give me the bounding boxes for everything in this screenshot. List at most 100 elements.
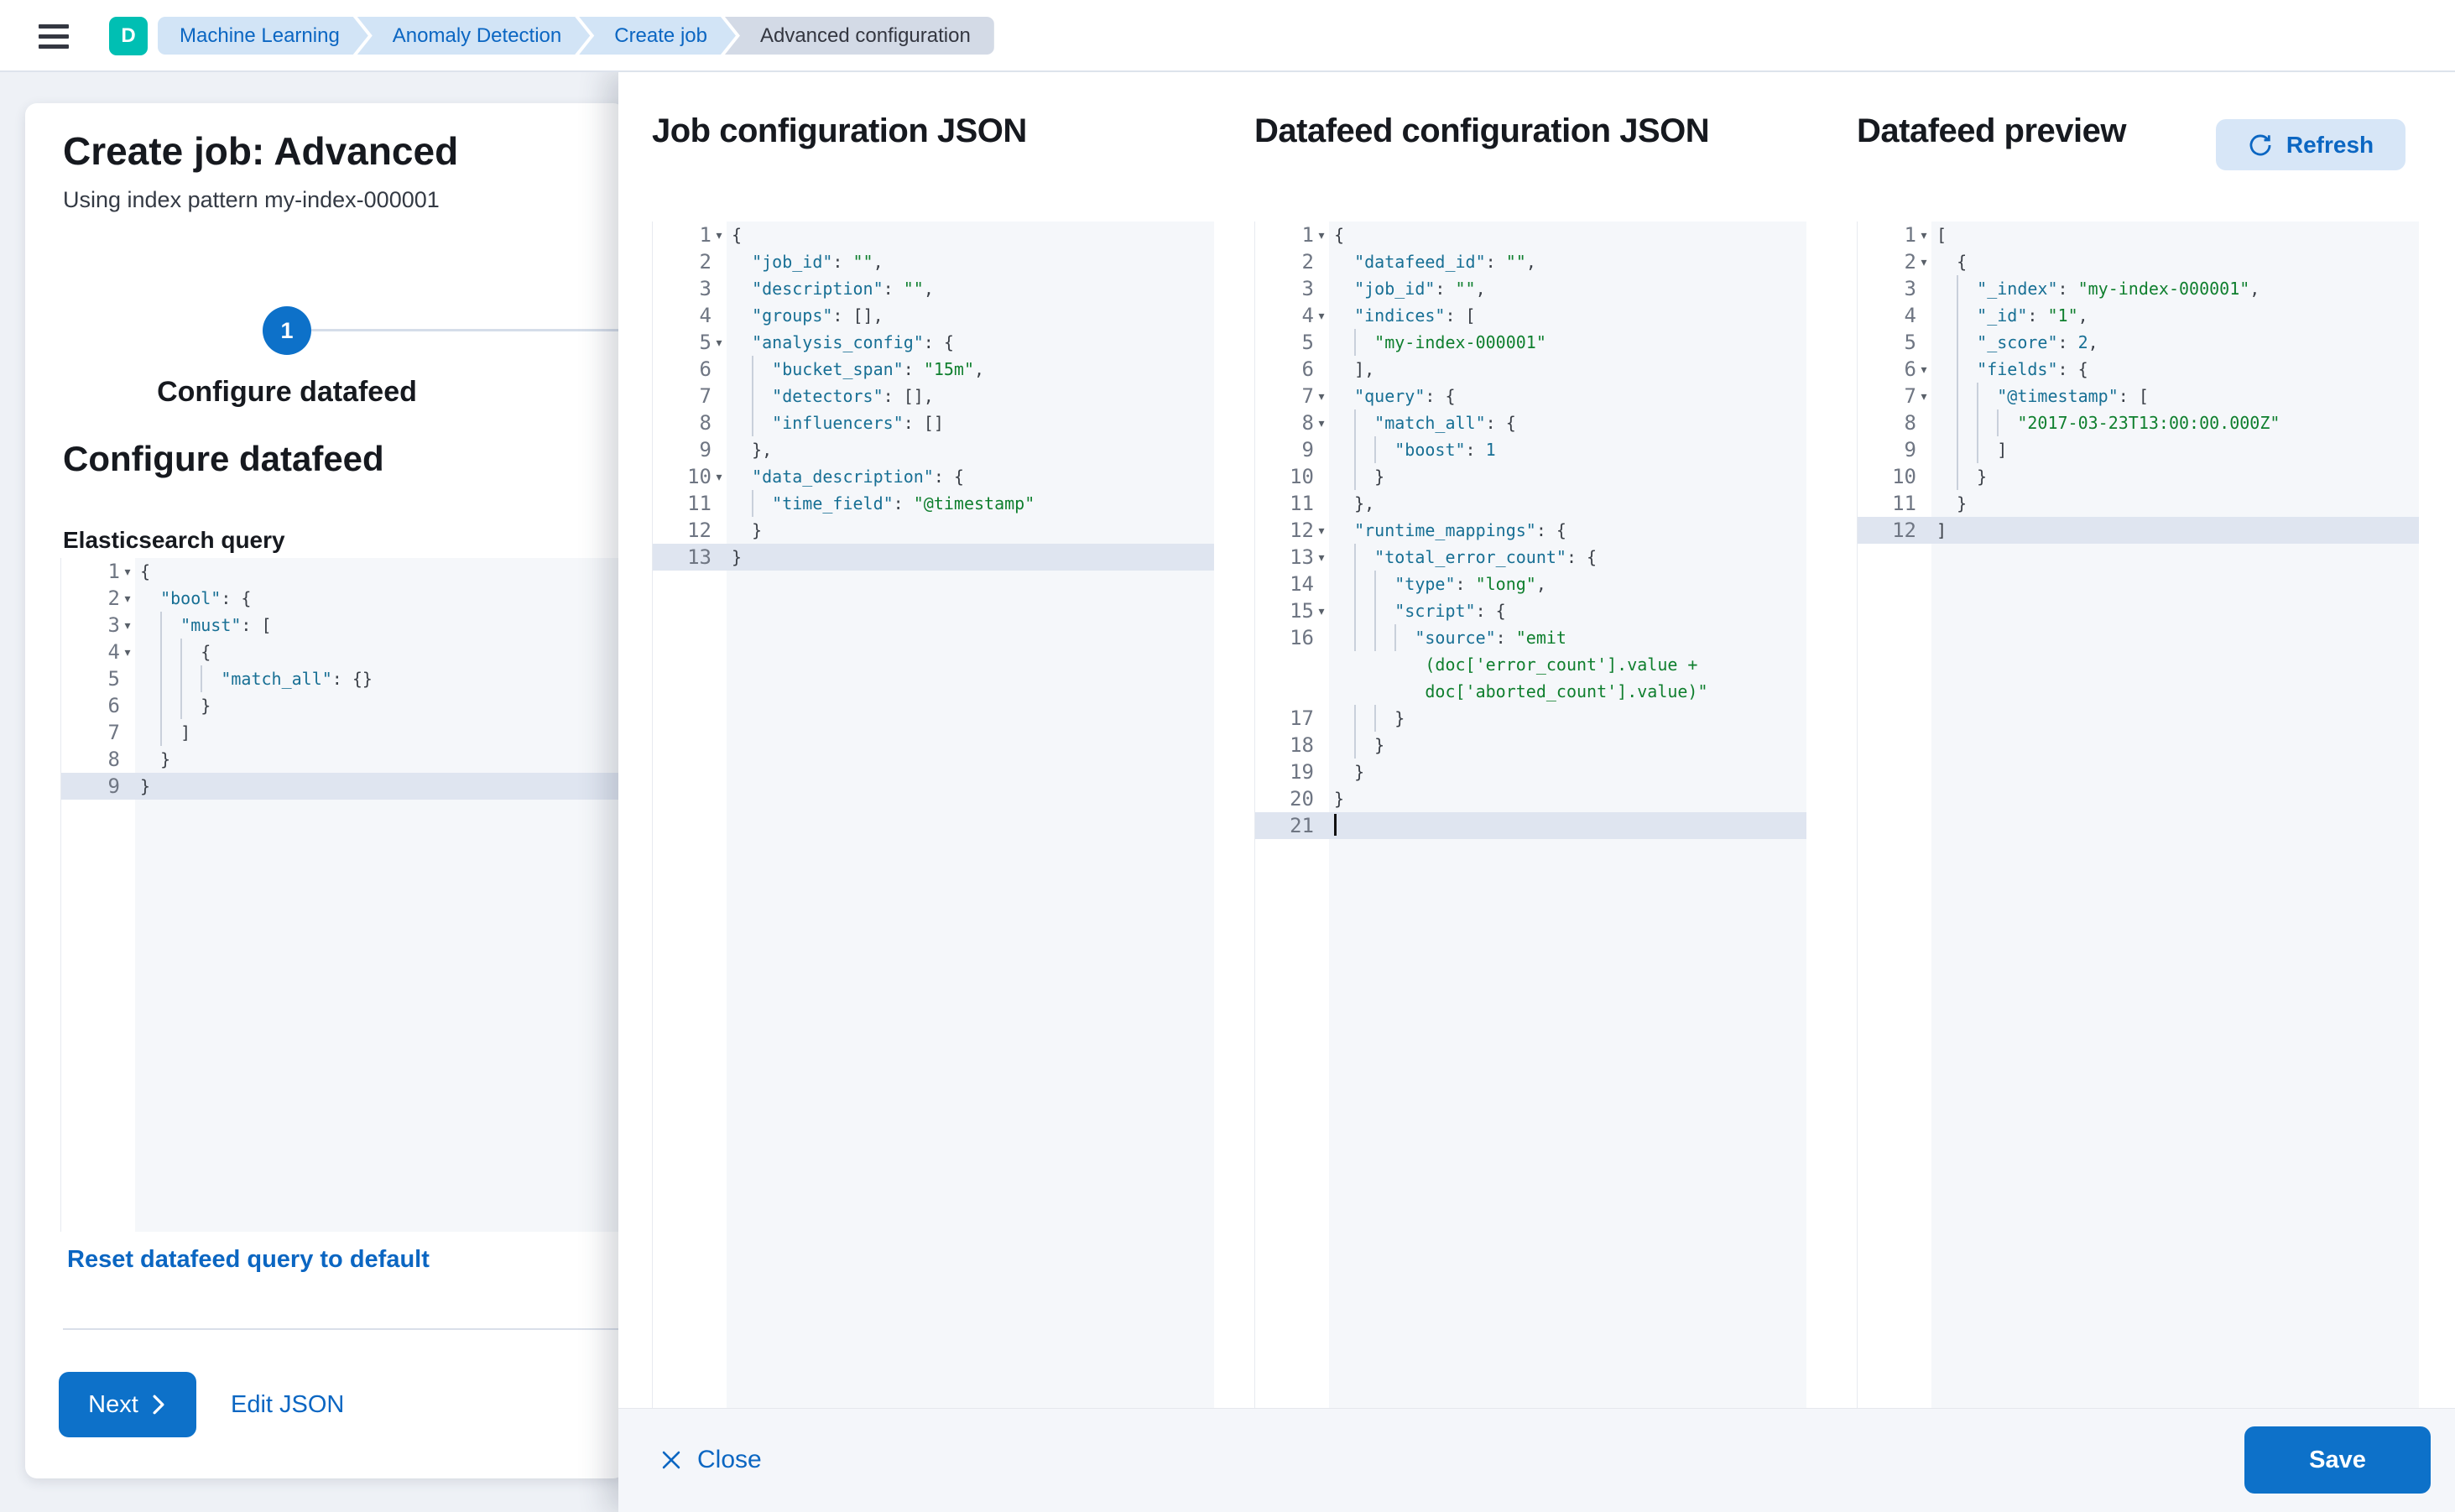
code-text: ] xyxy=(1931,436,2007,463)
code-line: 3 "description": "", xyxy=(653,275,1214,302)
datafeed-configuration-editor[interactable]: 1▾{2 "datafeed_id": "",3 "job_id": "",4▾… xyxy=(1254,222,1806,1442)
code-text: "query": { xyxy=(1354,386,1456,406)
line-gutter: 10 xyxy=(1858,463,1931,490)
code-text xyxy=(1329,812,1337,839)
avatar[interactable]: D xyxy=(109,17,148,55)
code-text: } xyxy=(1329,463,1384,490)
fold-arrow-icon[interactable]: ▾ xyxy=(716,228,722,242)
code-text: "boost": 1 xyxy=(1329,436,1496,463)
line-gutter: 8 xyxy=(1858,409,1931,436)
line-gutter: 1▾ xyxy=(653,222,727,248)
line-number: 10 xyxy=(1892,465,1916,488)
code-text: "datafeed_id": "", xyxy=(1354,252,1536,272)
line-number: 7 xyxy=(699,384,711,408)
line-number: 16 xyxy=(1290,626,1314,649)
line-number: 13 xyxy=(687,545,711,569)
fold-arrow-icon[interactable]: ▾ xyxy=(124,645,131,659)
code-line: 8 "influencers": [] xyxy=(653,409,1214,436)
code-line: 10 } xyxy=(1858,463,2419,490)
line-number: 19 xyxy=(1290,760,1314,784)
line-gutter: 8 xyxy=(653,409,727,436)
fold-arrow-icon[interactable]: ▾ xyxy=(124,618,131,632)
reset-datafeed-query-link[interactable]: Reset datafeed query to default xyxy=(67,1246,430,1273)
code-line: 4 "_id": "1", xyxy=(1858,302,2419,329)
datafeed-preview-title: Datafeed preview xyxy=(1857,112,2127,149)
elasticsearch-query-editor[interactable]: 1▾{2▾ "bool": {3▾ "must": [4▾ {5 "match_… xyxy=(60,558,621,1232)
section-heading: Configure datafeed xyxy=(63,439,384,478)
line-gutter xyxy=(1255,678,1329,705)
code-text: "2017-03-23T13:00:00.000Z" xyxy=(1931,409,2280,436)
line-gutter: 13 xyxy=(653,544,727,571)
step-1-indicator[interactable]: 1 xyxy=(263,306,311,355)
code-line: 7▾ "query": { xyxy=(1255,383,1806,409)
fold-arrow-icon xyxy=(1314,436,1329,463)
line-gutter: 1▾ xyxy=(1858,222,1931,248)
code-line: 6 ], xyxy=(1255,356,1806,383)
menu-hamburger-icon[interactable] xyxy=(39,24,69,50)
breadcrumb-item-2[interactable]: Create job xyxy=(579,17,736,55)
save-button[interactable]: Save xyxy=(2244,1426,2431,1494)
line-number: 18 xyxy=(1290,733,1314,757)
fold-arrow-icon[interactable]: ▾ xyxy=(1318,524,1325,537)
code-text: "description": "", xyxy=(752,279,934,299)
code-line: 8▾ "match_all": { xyxy=(1255,409,1806,436)
code-line: 12] xyxy=(1858,517,2419,544)
code-text: "analysis_config": { xyxy=(752,332,954,352)
code-line: 13} xyxy=(653,544,1214,571)
line-gutter: 11 xyxy=(1858,490,1931,517)
fold-arrow-icon[interactable]: ▾ xyxy=(1921,362,1927,376)
line-number: 1 xyxy=(107,560,120,583)
fold-arrow-icon xyxy=(1314,329,1329,356)
fold-arrow-icon xyxy=(1314,705,1329,732)
code-line: 6▾ "fields": { xyxy=(1858,356,2419,383)
line-number: 9 xyxy=(107,774,120,798)
fold-arrow-icon[interactable]: ▾ xyxy=(124,592,131,605)
fold-arrow-icon[interactable]: ▾ xyxy=(716,336,722,349)
code-text: "job_id": "", xyxy=(752,252,883,272)
refresh-button[interactable]: Refresh xyxy=(2216,119,2405,170)
fold-arrow-icon[interactable]: ▾ xyxy=(1318,309,1325,322)
code-text: "my-index-000001" xyxy=(1329,329,1546,356)
fold-arrow-icon[interactable]: ▾ xyxy=(124,565,131,578)
fold-arrow-icon xyxy=(711,302,727,329)
line-number: 1 xyxy=(699,223,711,247)
edit-json-button[interactable]: Edit JSON xyxy=(231,1372,344,1437)
code-line: 7 ] xyxy=(61,719,621,746)
divider xyxy=(63,1328,625,1330)
line-gutter: 4▾ xyxy=(61,639,135,665)
line-number: 9 xyxy=(699,438,711,461)
fold-arrow-icon[interactable]: ▾ xyxy=(1318,389,1325,403)
fold-arrow-icon[interactable]: ▾ xyxy=(1318,416,1325,430)
fold-arrow-icon[interactable]: ▾ xyxy=(1921,389,1927,403)
fold-arrow-icon[interactable]: ▾ xyxy=(1921,255,1927,269)
code-line: 10 } xyxy=(1255,463,1806,490)
code-line: 9 }, xyxy=(653,436,1214,463)
fold-arrow-icon xyxy=(1314,275,1329,302)
breadcrumb-item-3: Advanced configuration xyxy=(724,17,994,55)
line-number: 5 xyxy=(699,331,711,354)
code-text: } xyxy=(1329,732,1384,759)
code-text: "match_all": { xyxy=(1329,409,1516,436)
fold-arrow-icon[interactable]: ▾ xyxy=(1318,604,1325,618)
datafeed-preview-editor[interactable]: 1▾[2▾ {3 "_index": "my-index-000001",4 "… xyxy=(1857,222,2419,1442)
next-button[interactable]: Next xyxy=(59,1372,196,1437)
code-line: 11 } xyxy=(1858,490,2419,517)
line-gutter: 12 xyxy=(1858,517,1931,544)
breadcrumb-item-1[interactable]: Anomaly Detection xyxy=(357,17,590,55)
job-configuration-editor[interactable]: 1▾{2 "job_id": "",3 "description": "",4 … xyxy=(652,222,1214,1442)
line-gutter: 2▾ xyxy=(61,585,135,612)
fold-arrow-icon[interactable]: ▾ xyxy=(1318,228,1325,242)
datafeed-configuration-panel: Datafeed configuration JSON 1▾{2 "datafe… xyxy=(1254,112,1806,1442)
fold-arrow-icon[interactable]: ▾ xyxy=(1921,228,1927,242)
code-text: (doc['error_count'].value + xyxy=(1334,654,1698,675)
code-text: "source": "emit xyxy=(1329,624,1566,651)
breadcrumb-item-0[interactable]: Machine Learning xyxy=(158,17,368,55)
line-gutter: 2▾ xyxy=(1858,248,1931,275)
code-text: } xyxy=(1936,493,1968,514)
close-button[interactable]: Close xyxy=(660,1408,762,1512)
fold-arrow-icon[interactable]: ▾ xyxy=(1318,550,1325,564)
step-connector-line xyxy=(311,329,621,331)
code-line: 5 "match_all": {} xyxy=(61,665,621,692)
fold-arrow-icon[interactable]: ▾ xyxy=(716,470,722,483)
